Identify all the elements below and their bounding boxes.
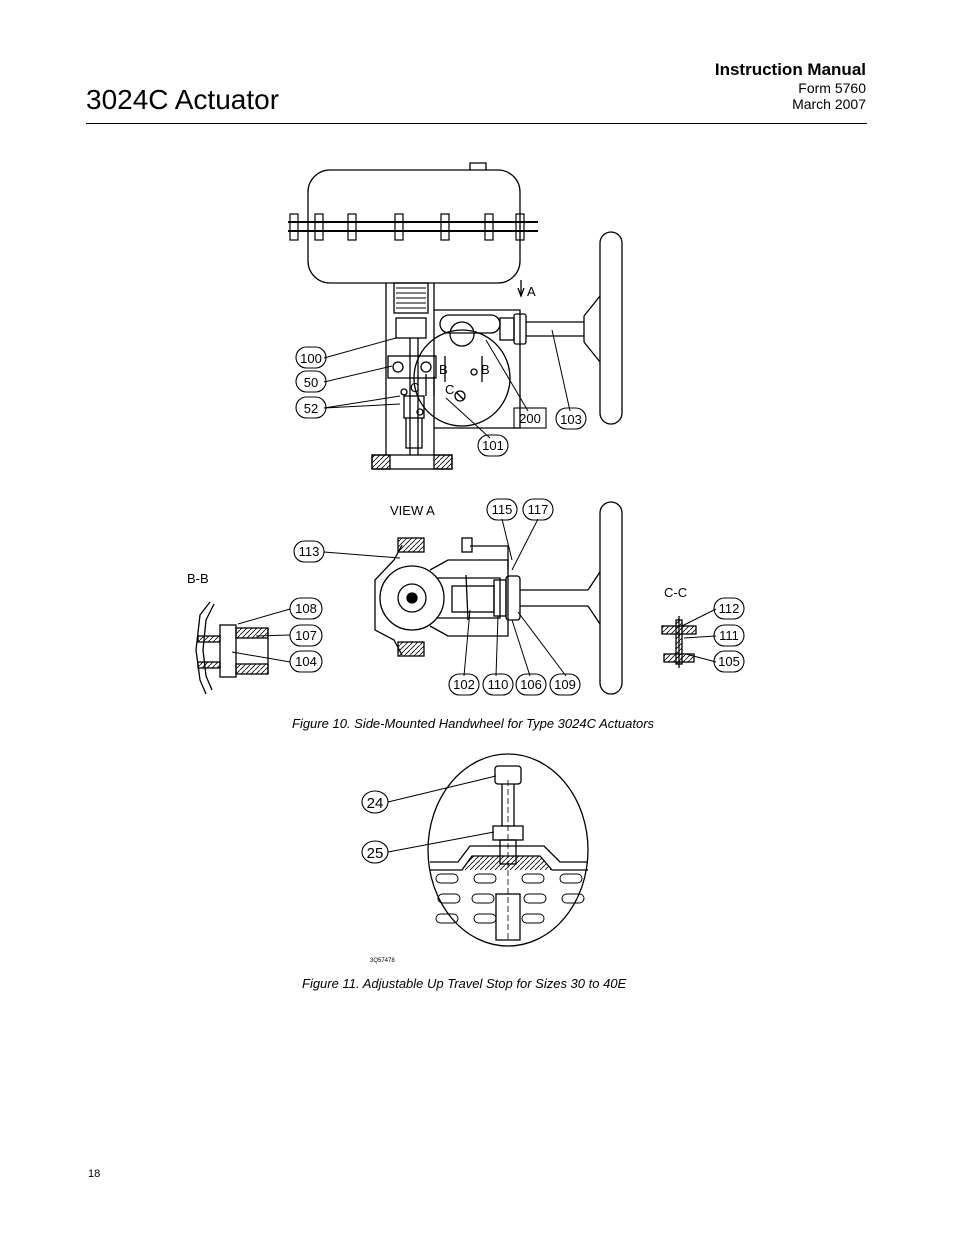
callout-112: 112 <box>719 601 740 616</box>
callout-25: 25 <box>367 845 384 862</box>
callout-109: 109 <box>554 677 576 692</box>
callout-101: 101 <box>482 438 504 453</box>
callout-103: 103 <box>560 412 582 427</box>
view-a-drawing <box>374 501 623 695</box>
callout-111: 111 <box>719 628 739 643</box>
callout-107: 107 <box>295 628 317 643</box>
section-marker-a: A <box>527 284 536 299</box>
callout-50: 50 <box>304 375 318 390</box>
view-a-label: VIEW A <box>390 503 435 518</box>
figure-10-caption: Figure 10. Side-Mounted Handwheel for Ty… <box>292 716 655 731</box>
drawing-id: 3Q57478 <box>370 958 395 964</box>
publication-date: March 2007 <box>792 96 866 112</box>
figure10-callouts <box>289 346 745 696</box>
callout-106: 106 <box>520 677 542 692</box>
section-bb-drawing <box>195 601 269 695</box>
callout-200: 200 <box>519 411 541 426</box>
callout-105: 105 <box>718 654 740 669</box>
callout-108: 108 <box>295 601 317 616</box>
callout-104: 104 <box>295 654 317 669</box>
section-marker-c-right: C <box>445 382 454 397</box>
callout-115: 115 <box>492 502 513 517</box>
callout-100: 100 <box>300 351 322 366</box>
section-bb-label: B-B <box>187 571 209 586</box>
callout-102: 102 <box>453 677 475 692</box>
page-number: 18 <box>88 1168 101 1180</box>
section-cc-label: C-C <box>664 585 687 600</box>
document-title: 3024C Actuator <box>86 84 280 115</box>
actuator-elevation-drawing <box>288 162 623 470</box>
figure10-leader-lines <box>231 329 717 677</box>
section-marker-b-right: B <box>481 362 490 377</box>
header-block: Instruction Manual Form 5760 March 2007 <box>715 60 866 112</box>
section-marker-b-left: B <box>439 362 448 377</box>
callout-110: 110 <box>488 677 509 692</box>
travel-stop-drawing <box>361 753 589 947</box>
figure10-callout-numbers: 100 50 52 200 103 101 115 117 113 108 10… <box>295 351 740 692</box>
manual-label: Instruction Manual <box>714 60 866 79</box>
callout-117: 117 <box>528 502 549 517</box>
section-cc-drawing <box>661 616 697 668</box>
figure11-callout-numbers: 24 25 <box>367 795 384 862</box>
callout-113: 113 <box>299 544 320 559</box>
callout-24: 24 <box>367 795 384 812</box>
header-rule <box>86 123 867 124</box>
section-marker-c-left: C <box>410 380 419 395</box>
form-number: Form 5760 <box>798 80 866 96</box>
figure-11-caption: Figure 11. Adjustable Up Travel Stop for… <box>302 976 627 991</box>
callout-52: 52 <box>304 401 318 416</box>
figure10-view-labels: A B B C C VIEW A B-B C-C <box>187 284 687 600</box>
